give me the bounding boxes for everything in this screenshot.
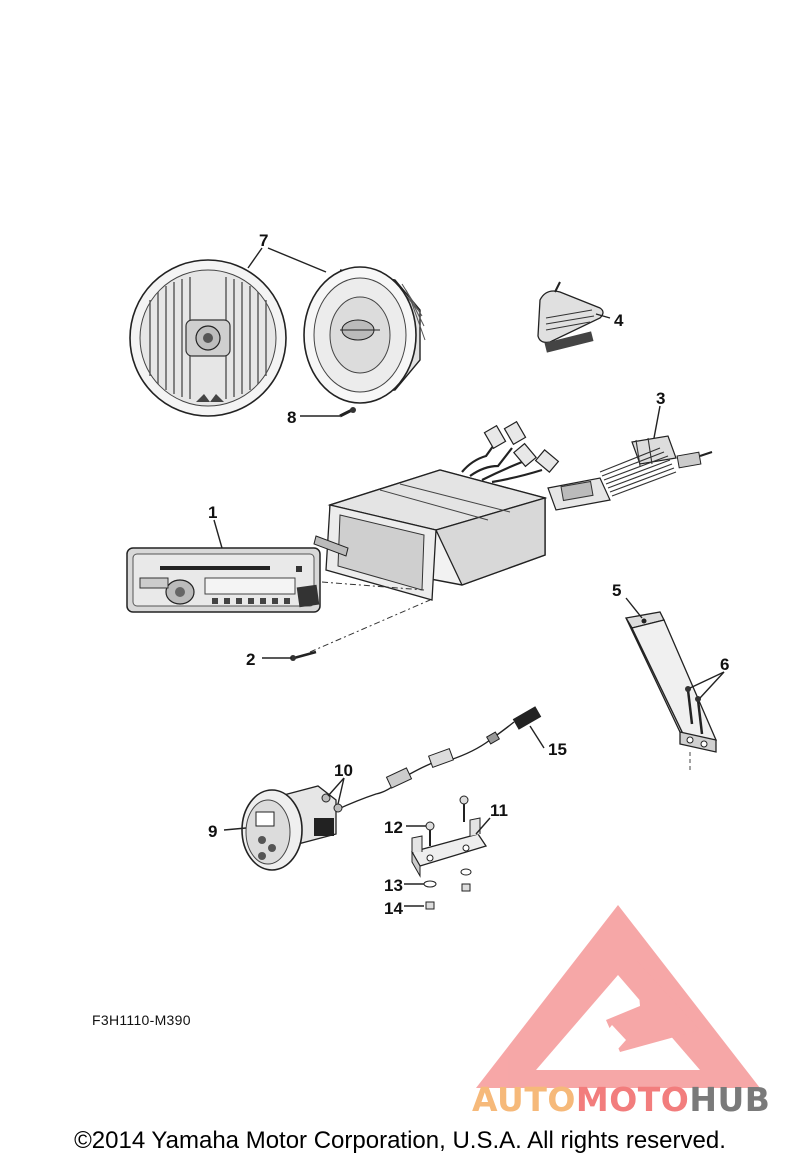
guide-lines xyxy=(309,581,431,653)
callout-12: 12 xyxy=(384,818,403,837)
wire-connector xyxy=(537,281,604,353)
callout-8: 8 xyxy=(287,408,296,427)
mounting-sleeve xyxy=(313,420,560,601)
wire-harness xyxy=(547,435,713,511)
callout-numbers: 1 2 3 4 5 6 7 8 9 10 11 12 13 14 15 xyxy=(208,231,729,918)
bracket-screw-12 xyxy=(425,821,435,846)
speaker-grille xyxy=(129,259,287,417)
speaker-screw xyxy=(339,407,356,418)
callout-11: 11 xyxy=(490,801,508,820)
callout-9: 9 xyxy=(208,822,217,841)
wired-remote xyxy=(241,767,413,871)
faceplate-screw xyxy=(290,650,317,661)
extension-cable xyxy=(395,706,542,783)
callout-13: 13 xyxy=(384,876,403,895)
callout-5: 5 xyxy=(612,581,621,600)
copyright-notice: ©2014 Yamaha Motor Corporation, U.S.A. A… xyxy=(74,1127,726,1154)
bracket-screws xyxy=(685,686,704,770)
callout-2: 2 xyxy=(246,650,255,669)
callout-14: 14 xyxy=(384,899,403,918)
watermark-moto: MOTO xyxy=(575,1080,690,1119)
callout-10: 10 xyxy=(334,761,353,780)
washer-13 xyxy=(423,868,472,888)
head-unit-radio xyxy=(126,547,321,613)
speaker-body xyxy=(303,266,426,404)
callout-4: 4 xyxy=(614,311,624,330)
nut-14 xyxy=(425,883,471,910)
watermark-logo xyxy=(476,905,760,1088)
watermark-auto: AUTO xyxy=(472,1080,576,1119)
figure-code: F3H1110-M390 xyxy=(92,1012,191,1028)
watermark-text: AUTOMOTOHUB xyxy=(472,1080,770,1119)
watermark-hub: HUB xyxy=(689,1080,771,1119)
callout-1: 1 xyxy=(208,503,217,522)
callout-3: 3 xyxy=(656,389,665,408)
callout-6: 6 xyxy=(720,655,729,674)
leader-lines xyxy=(213,247,725,907)
callout-7: 7 xyxy=(259,231,268,250)
mounting-bracket xyxy=(624,611,717,753)
callout-15: 15 xyxy=(548,740,567,759)
bracket-screw-11 xyxy=(459,795,469,822)
